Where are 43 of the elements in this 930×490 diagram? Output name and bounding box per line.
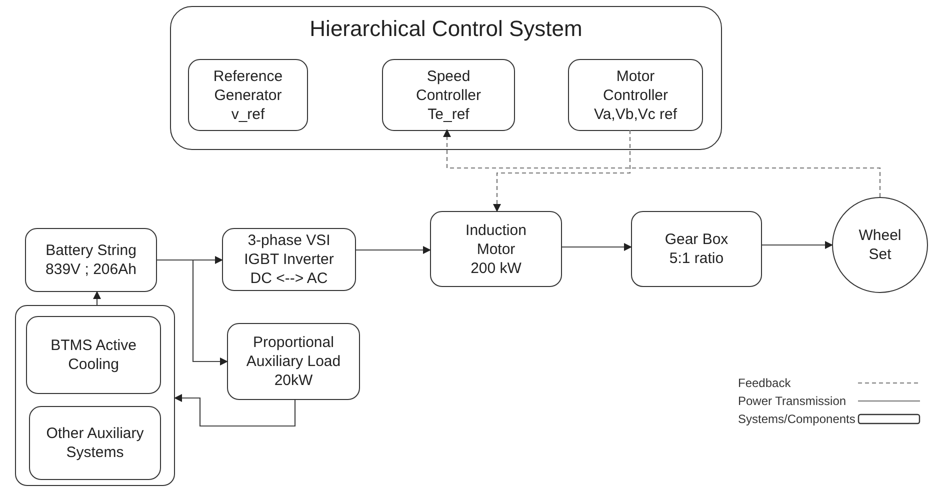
group-box (15, 305, 175, 486)
component-label: 5:1 ratio (669, 249, 724, 268)
component-label: Other Auxiliary Systems (45, 424, 145, 462)
component-box (568, 59, 703, 131)
arrow (93, 291, 101, 305)
component-label: Gear Box (664, 230, 728, 249)
component-label: DC <--> AC (250, 269, 328, 288)
component-box (26, 316, 161, 394)
component-label: Te_ref (428, 104, 470, 124)
component-box (227, 323, 360, 400)
legend-label: Feedback (738, 375, 791, 391)
component-label: Induction Motor (464, 220, 528, 258)
component-label: IGBT Inverter (244, 250, 334, 269)
component-label: BTMS Active Cooling (50, 336, 138, 374)
component-box (222, 228, 356, 291)
component-label: Wheel Set (858, 226, 902, 264)
component-box (188, 59, 308, 131)
component-box (430, 211, 562, 287)
component-label: v_ref (231, 104, 265, 124)
component-label: 20kW (274, 371, 313, 390)
system-container (170, 6, 722, 150)
feedback-arrow (493, 130, 631, 212)
component-label: Motor Controller (602, 66, 670, 104)
arrow (562, 243, 632, 251)
component-label: 200 kW (470, 258, 522, 278)
component-label: Speed Controller (414, 66, 482, 104)
feedback-arrow (443, 129, 881, 197)
system-title: Hierarchical Control System (310, 15, 582, 43)
component-label: 839V ; 206Ah (46, 260, 136, 279)
legend-label: Systems/Components (738, 411, 856, 427)
arrow (174, 394, 296, 427)
legend-label: Power Transmission (738, 393, 846, 409)
component-label: 3-phase VSI (248, 231, 330, 250)
component-box (25, 228, 157, 292)
component-label: Va,Vb,Vc ref (594, 104, 678, 124)
arrow (762, 241, 833, 249)
arrow (157, 259, 228, 366)
arrow (356, 246, 431, 254)
component-label: Proportional Auxiliary Load (245, 333, 342, 371)
component-box (29, 406, 161, 480)
component-box (631, 211, 762, 287)
component-label: Battery String (46, 241, 136, 260)
component-box (382, 59, 515, 131)
